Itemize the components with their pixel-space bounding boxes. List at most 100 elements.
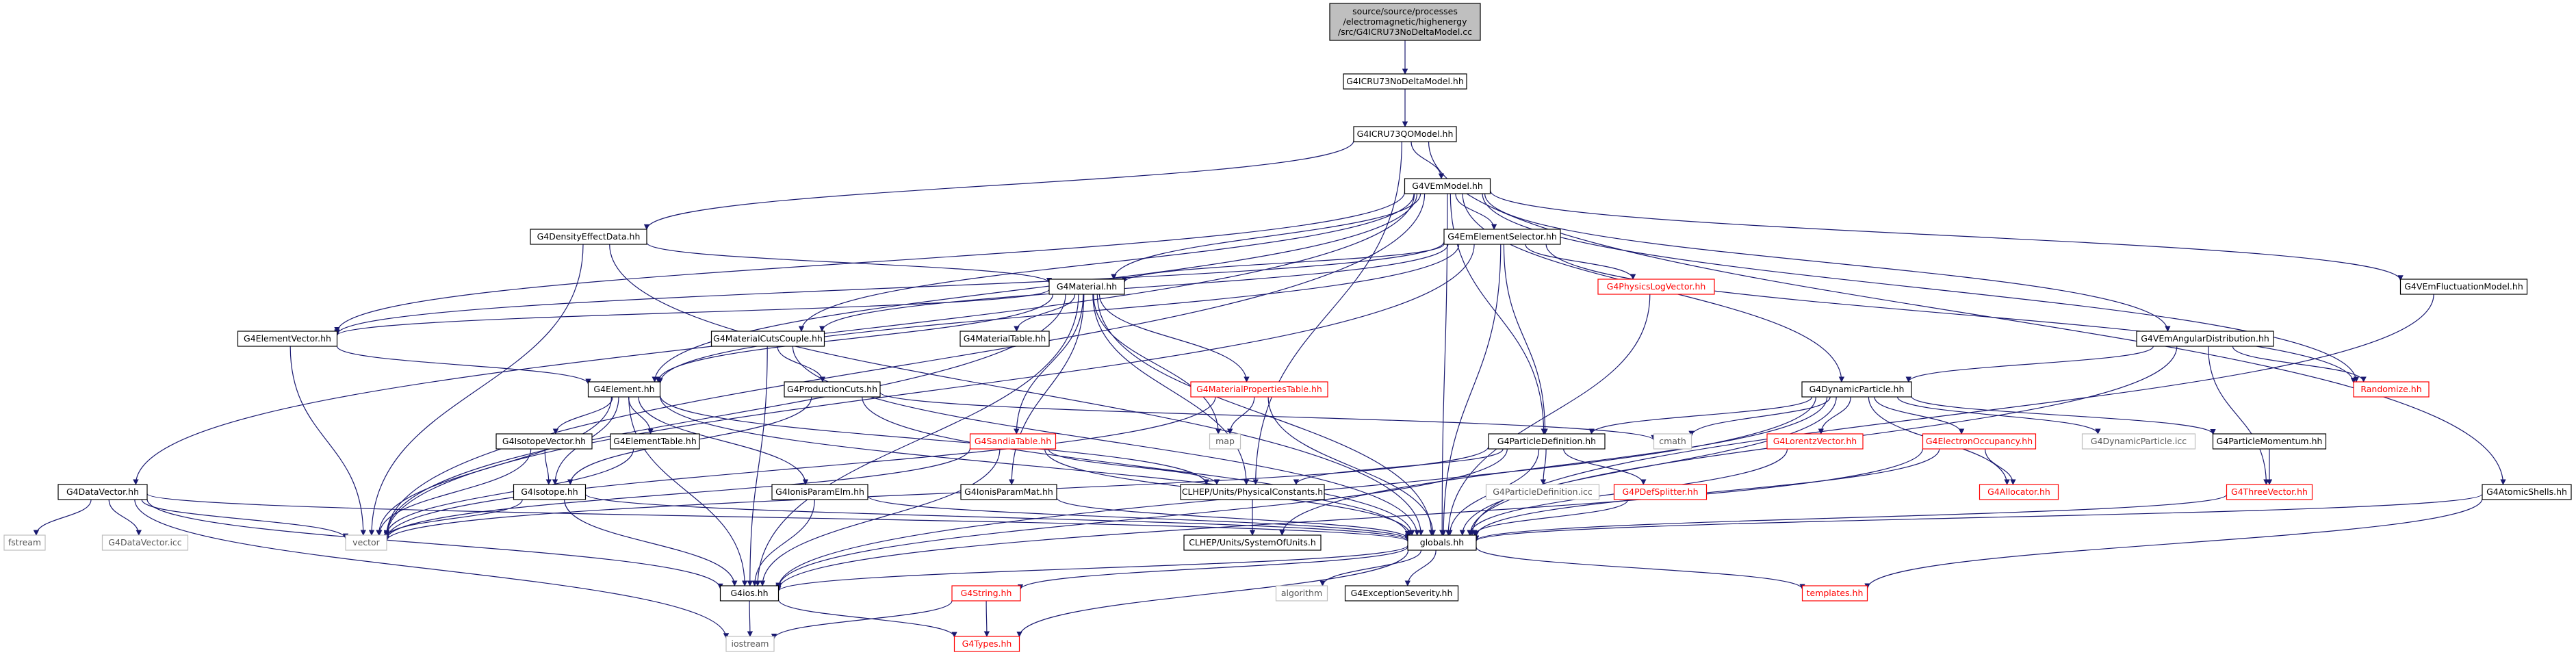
node-element[interactable]: G4Element.hh xyxy=(587,381,661,398)
edge-line xyxy=(544,448,552,485)
node-ionisparamelm[interactable]: G4IonisParamElm.hh xyxy=(771,484,868,500)
edge-material-to-mattable xyxy=(1014,294,1076,332)
edge-line xyxy=(777,346,826,383)
edge-line xyxy=(1048,448,1220,485)
edge-element-to-ionisparamelm xyxy=(638,396,809,485)
edge-vemang-to-randomize xyxy=(2232,346,2367,383)
node-matprop[interactable]: G4MaterialPropertiesTable.hh xyxy=(1190,381,1328,398)
node-pdefsplitter[interactable]: G4PDefSplitter.hh xyxy=(1613,484,1708,500)
node-allocator[interactable]: G4Allocator.hh xyxy=(1979,484,2059,500)
node-matcuts[interactable]: G4MaterialCutsCouple.hh xyxy=(710,331,825,347)
node-atomic[interactable]: G4AtomicShells.hh xyxy=(2482,484,2572,500)
node-electron[interactable]: G4ElectronOccupancy.hh xyxy=(1922,433,2037,450)
edge-line xyxy=(1441,244,1502,536)
node-partdef[interactable]: G4ParticleDefinition.hh xyxy=(1488,433,1606,450)
node-label: G4MaterialPropertiesTable.hh xyxy=(1196,384,1322,394)
edge-line xyxy=(1404,550,1437,586)
node-globals[interactable]: globals.hh xyxy=(1407,534,1477,551)
node-label: G4ElementTable.hh xyxy=(613,436,697,446)
edge-atomic-to-templates xyxy=(1864,498,2483,589)
node-prodcuts[interactable]: G4ProductionCuts.hh xyxy=(784,381,881,398)
node-g4types[interactable]: G4Types.hh xyxy=(953,636,1020,652)
node-box xyxy=(969,433,1057,450)
edge-line xyxy=(383,396,1216,540)
edge-density-to-vector xyxy=(368,244,584,536)
edge-line xyxy=(1111,193,1421,280)
node-vemfluct[interactable]: G4VEmFluctuationModel.hh xyxy=(2399,279,2528,295)
node-label: source/source/processes xyxy=(1352,6,1458,16)
edge-matprop-to-vector xyxy=(383,396,1216,540)
node-isotope[interactable]: G4Isotope.hh xyxy=(513,484,587,500)
node-datavec[interactable]: G4DataVector.hh xyxy=(57,484,148,500)
edge-material-to-physconst xyxy=(1092,294,1250,485)
node-density[interactable]: G4DensityEffectData.hh xyxy=(530,229,647,245)
edge-sandia-to-physconst xyxy=(1048,448,1220,485)
edge-line xyxy=(334,192,1406,333)
edge-line xyxy=(1428,141,2506,485)
node-vemang[interactable]: G4VEmAngularDistribution.hh xyxy=(2136,331,2274,347)
edge-line xyxy=(564,499,738,586)
edge-line xyxy=(759,448,1001,586)
edge-vem-to-element xyxy=(652,193,1417,383)
edge-matprop-to-globals xyxy=(1267,396,1437,536)
edge-emsel-to-randomize xyxy=(1545,244,2357,384)
node-randomize[interactable]: Randomize.hh xyxy=(2353,381,2430,398)
node-vem[interactable]: G4VEmModel.hh xyxy=(1404,178,1491,194)
edge-vem-to-material xyxy=(1111,193,1421,280)
edge-line xyxy=(383,244,1475,538)
edge-line xyxy=(643,140,1354,231)
node-box xyxy=(1275,585,1328,602)
node-sysunits[interactable]: CLHEP/Units/SystemOfUnits.h xyxy=(1183,534,1322,551)
edge-line xyxy=(1411,141,1445,179)
node-lorentz[interactable]: G4LorentzVector.hh xyxy=(1766,433,1864,450)
node-physconst[interactable]: CLHEP/Units/PhysicalConstants.h xyxy=(1180,484,1325,500)
node-box xyxy=(951,585,1021,602)
edge-line xyxy=(1293,448,1504,485)
edge-line xyxy=(1439,193,1448,536)
node-g4string[interactable]: G4String.hh xyxy=(951,585,1021,602)
edge-sandia-to-g4ios xyxy=(759,448,1001,586)
node-qo[interactable]: G4ICRU73QOModel.hh xyxy=(1353,126,1457,142)
node-emsel[interactable]: G4EmElementSelector.hh xyxy=(1443,229,1561,245)
node-threevec[interactable]: G4ThreeVector.hh xyxy=(2226,484,2313,500)
node-physlog[interactable]: G4PhysicsLogVector.hh xyxy=(1597,279,1715,295)
edge-g4string-to-iostream xyxy=(771,600,953,640)
edge-element-to-isovec xyxy=(552,396,613,435)
node-box xyxy=(3,534,46,551)
node-box xyxy=(1329,3,1481,41)
node-partmom[interactable]: G4ParticleMomentum.hh xyxy=(2212,433,2327,450)
node-box xyxy=(2353,381,2430,398)
node-isovec[interactable]: G4IsotopeVector.hh xyxy=(495,433,593,450)
edge-line xyxy=(108,499,142,536)
edge-line xyxy=(1017,546,1408,591)
node-ionisparammat[interactable]: G4IonisParamMat.hh xyxy=(960,484,1057,500)
node-label: fstream xyxy=(8,537,41,547)
node-box xyxy=(1048,279,1125,295)
edge-emsel-to-partdef xyxy=(1503,244,1548,435)
edge-datavec-to-datavecicc xyxy=(108,499,142,536)
node-mattable[interactable]: G4MaterialTable.hh xyxy=(959,331,1050,347)
edge-line xyxy=(1911,396,2216,435)
edge-line xyxy=(659,395,1209,485)
node-templates[interactable]: templates.hh xyxy=(1801,585,1868,602)
edge-prodcuts-to-cmath xyxy=(879,391,1657,441)
edge-line xyxy=(777,599,957,638)
node-root[interactable]: source/source/processes/electromagnetic/… xyxy=(1329,3,1481,41)
node-nodelta[interactable]: G4ICRU73NoDeltaModel.hh xyxy=(1343,73,1467,90)
edge-material-to-g4ios xyxy=(754,294,1079,586)
node-sandia[interactable]: G4SandiaTable.hh xyxy=(969,433,1057,450)
node-dynpart[interactable]: G4DynamicParticle.hh xyxy=(1801,381,1912,398)
edge-qo-to-atomic xyxy=(1428,141,2506,485)
node-label: G4ProductionCuts.hh xyxy=(787,384,877,394)
node-material[interactable]: G4Material.hh xyxy=(1048,279,1125,295)
edge-line xyxy=(1445,294,1651,536)
edge-element-to-physconst xyxy=(659,395,1209,485)
edge-line xyxy=(1897,396,2101,435)
node-elemvec[interactable]: G4ElementVector.hh xyxy=(237,331,338,347)
node-elemtable[interactable]: G4ElementTable.hh xyxy=(610,433,700,450)
edge-ionisparammat-to-globals xyxy=(1056,497,1411,540)
node-g4ios[interactable]: G4ios.hh xyxy=(719,585,780,602)
node-label: G4VEmFluctuationModel.hh xyxy=(2404,281,2523,292)
edge-vem-to-vector xyxy=(383,193,1426,537)
node-exception[interactable]: G4ExceptionSeverity.hh xyxy=(1344,585,1459,602)
